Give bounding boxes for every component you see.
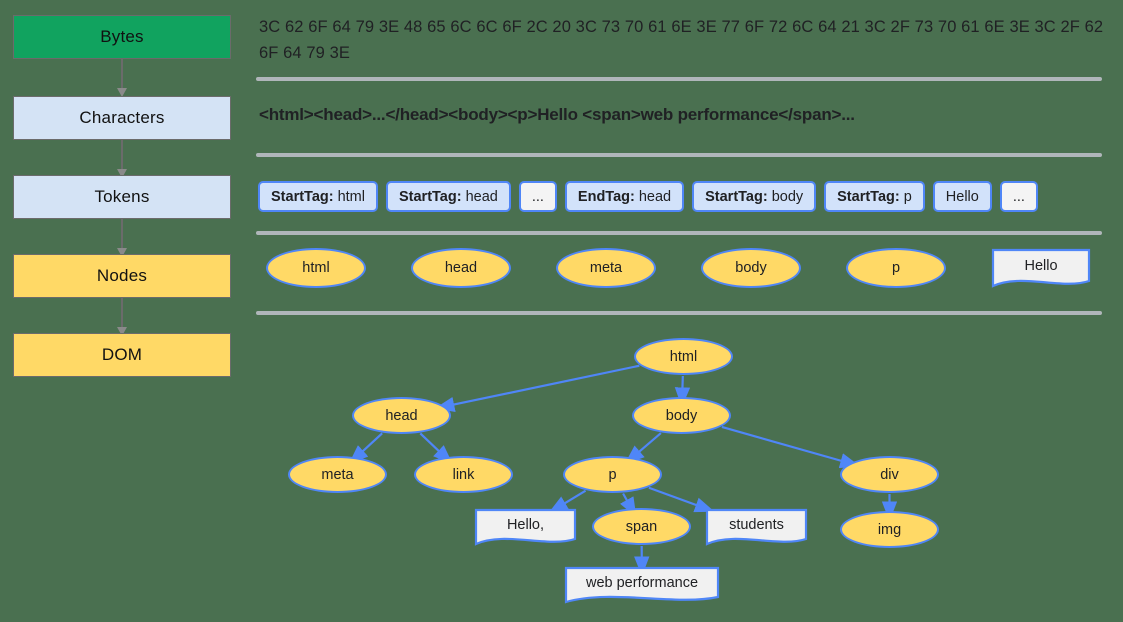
token-chip[interactable]: StartTag:p xyxy=(824,181,925,212)
dom-node-text[interactable]: students xyxy=(705,508,808,546)
section-divider-4 xyxy=(256,311,1102,315)
token-chip[interactable]: Hello xyxy=(932,181,992,212)
node-label: body xyxy=(735,260,767,276)
node-text-document[interactable]: Hello xyxy=(991,248,1091,288)
dom-node-text[interactable]: web performance xyxy=(564,566,720,604)
pipeline-stage-bytes: Bytes xyxy=(13,15,231,59)
dom-node-label: head xyxy=(385,407,418,424)
pipeline-arrow-1 xyxy=(117,59,127,97)
pipeline-arrow-3 xyxy=(117,219,127,257)
token-chip[interactable]: ... xyxy=(999,181,1038,212)
dom-node-label: students xyxy=(729,517,784,533)
node-ellipse[interactable]: p xyxy=(846,248,946,288)
dom-node-label: body xyxy=(665,407,698,424)
section-divider-2 xyxy=(256,153,1102,157)
token-value: html xyxy=(337,188,365,205)
token-chip[interactable]: EndTag:head xyxy=(564,181,685,212)
dom-node-element[interactable]: meta xyxy=(288,456,387,493)
characters-markup-text: <html><head>...</head><body><p>Hello <sp… xyxy=(259,105,855,124)
dom-node-element[interactable]: html xyxy=(634,338,733,375)
node-ellipse[interactable]: head xyxy=(411,248,511,288)
dom-node-text[interactable]: Hello, xyxy=(474,508,577,546)
node-ellipse[interactable]: body xyxy=(701,248,801,288)
pipeline-stage-label: Tokens xyxy=(94,187,150,206)
pipeline-arrow-4 xyxy=(117,298,127,336)
token-value: head xyxy=(638,188,672,205)
token-chip[interactable]: ... xyxy=(518,181,557,212)
pipeline-stage-label: Bytes xyxy=(100,27,144,46)
token-value: ... xyxy=(531,188,544,205)
pipeline-stage-label: Nodes xyxy=(96,266,148,285)
text-node-shape xyxy=(991,248,1091,288)
node-ellipse[interactable]: html xyxy=(266,248,366,288)
token-value: head xyxy=(465,188,498,205)
pipeline-stage-nodes: Nodes xyxy=(13,254,231,298)
pipeline-stage-label: Characters xyxy=(79,108,165,127)
dom-node-element[interactable]: link xyxy=(414,456,513,493)
token-kind: StartTag: xyxy=(398,188,462,205)
token-kind: StartTag: xyxy=(837,188,900,205)
dom-node-label: img xyxy=(877,521,902,538)
pipeline-stage-dom: DOM xyxy=(13,333,231,377)
token-kind: StartTag: xyxy=(705,188,768,205)
dom-node-label: div xyxy=(880,466,899,483)
node-label: meta xyxy=(589,260,623,276)
token-value: ... xyxy=(1012,188,1025,205)
dom-node-element[interactable]: span xyxy=(592,508,691,545)
dom-node-element[interactable]: div xyxy=(840,456,939,493)
nodes-list: html head meta body p Hello xyxy=(266,248,1091,288)
dom-node-label: span xyxy=(625,518,658,535)
dom-tree-edge xyxy=(721,425,860,469)
node-label: head xyxy=(444,260,478,276)
dom-node-element[interactable]: body xyxy=(632,397,731,434)
dom-node-element[interactable]: head xyxy=(352,397,451,434)
node-ellipse[interactable]: meta xyxy=(556,248,656,288)
dom-tree-edge xyxy=(434,364,640,413)
dom-node-label: meta xyxy=(321,466,354,483)
pipeline-stage-tokens: Tokens xyxy=(13,175,231,219)
dom-node-label: Hello, xyxy=(506,517,545,533)
dom-node-label: link xyxy=(452,466,475,483)
token-chip[interactable]: StartTag:body xyxy=(692,181,817,212)
node-label: p xyxy=(891,260,901,276)
pipeline-arrow-2 xyxy=(117,140,127,178)
dom-tree-edge xyxy=(648,486,715,513)
token-value: p xyxy=(903,188,912,205)
node-label: Hello xyxy=(1024,258,1058,274)
dom-node-element[interactable]: img xyxy=(840,511,939,548)
pipeline-stage-characters: Characters xyxy=(13,96,231,140)
token-chip[interactable]: StartTag:head xyxy=(385,181,511,212)
token-kind: EndTag: xyxy=(577,188,635,205)
bytes-hex-text: 3C 62 6F 64 79 3E 48 65 6C 6C 6F 2C 20 3… xyxy=(259,18,1104,62)
text-node-shape xyxy=(474,508,577,546)
dom-node-label: p xyxy=(608,466,617,483)
token-value: Hello xyxy=(945,188,979,205)
dom-node-element[interactable]: p xyxy=(563,456,662,493)
section-divider-3 xyxy=(256,231,1102,235)
token-chip[interactable]: StartTag:html xyxy=(258,181,378,212)
pipeline-stage-label: DOM xyxy=(101,345,143,364)
token-kind: StartTag: xyxy=(271,188,334,205)
dom-node-label: html xyxy=(669,348,698,365)
section-divider-1 xyxy=(256,77,1102,81)
dom-node-label: web performance xyxy=(585,575,699,591)
node-label: html xyxy=(302,260,330,276)
text-node-shape xyxy=(705,508,808,546)
text-node-shape xyxy=(564,566,720,604)
token-value: body xyxy=(771,188,804,205)
